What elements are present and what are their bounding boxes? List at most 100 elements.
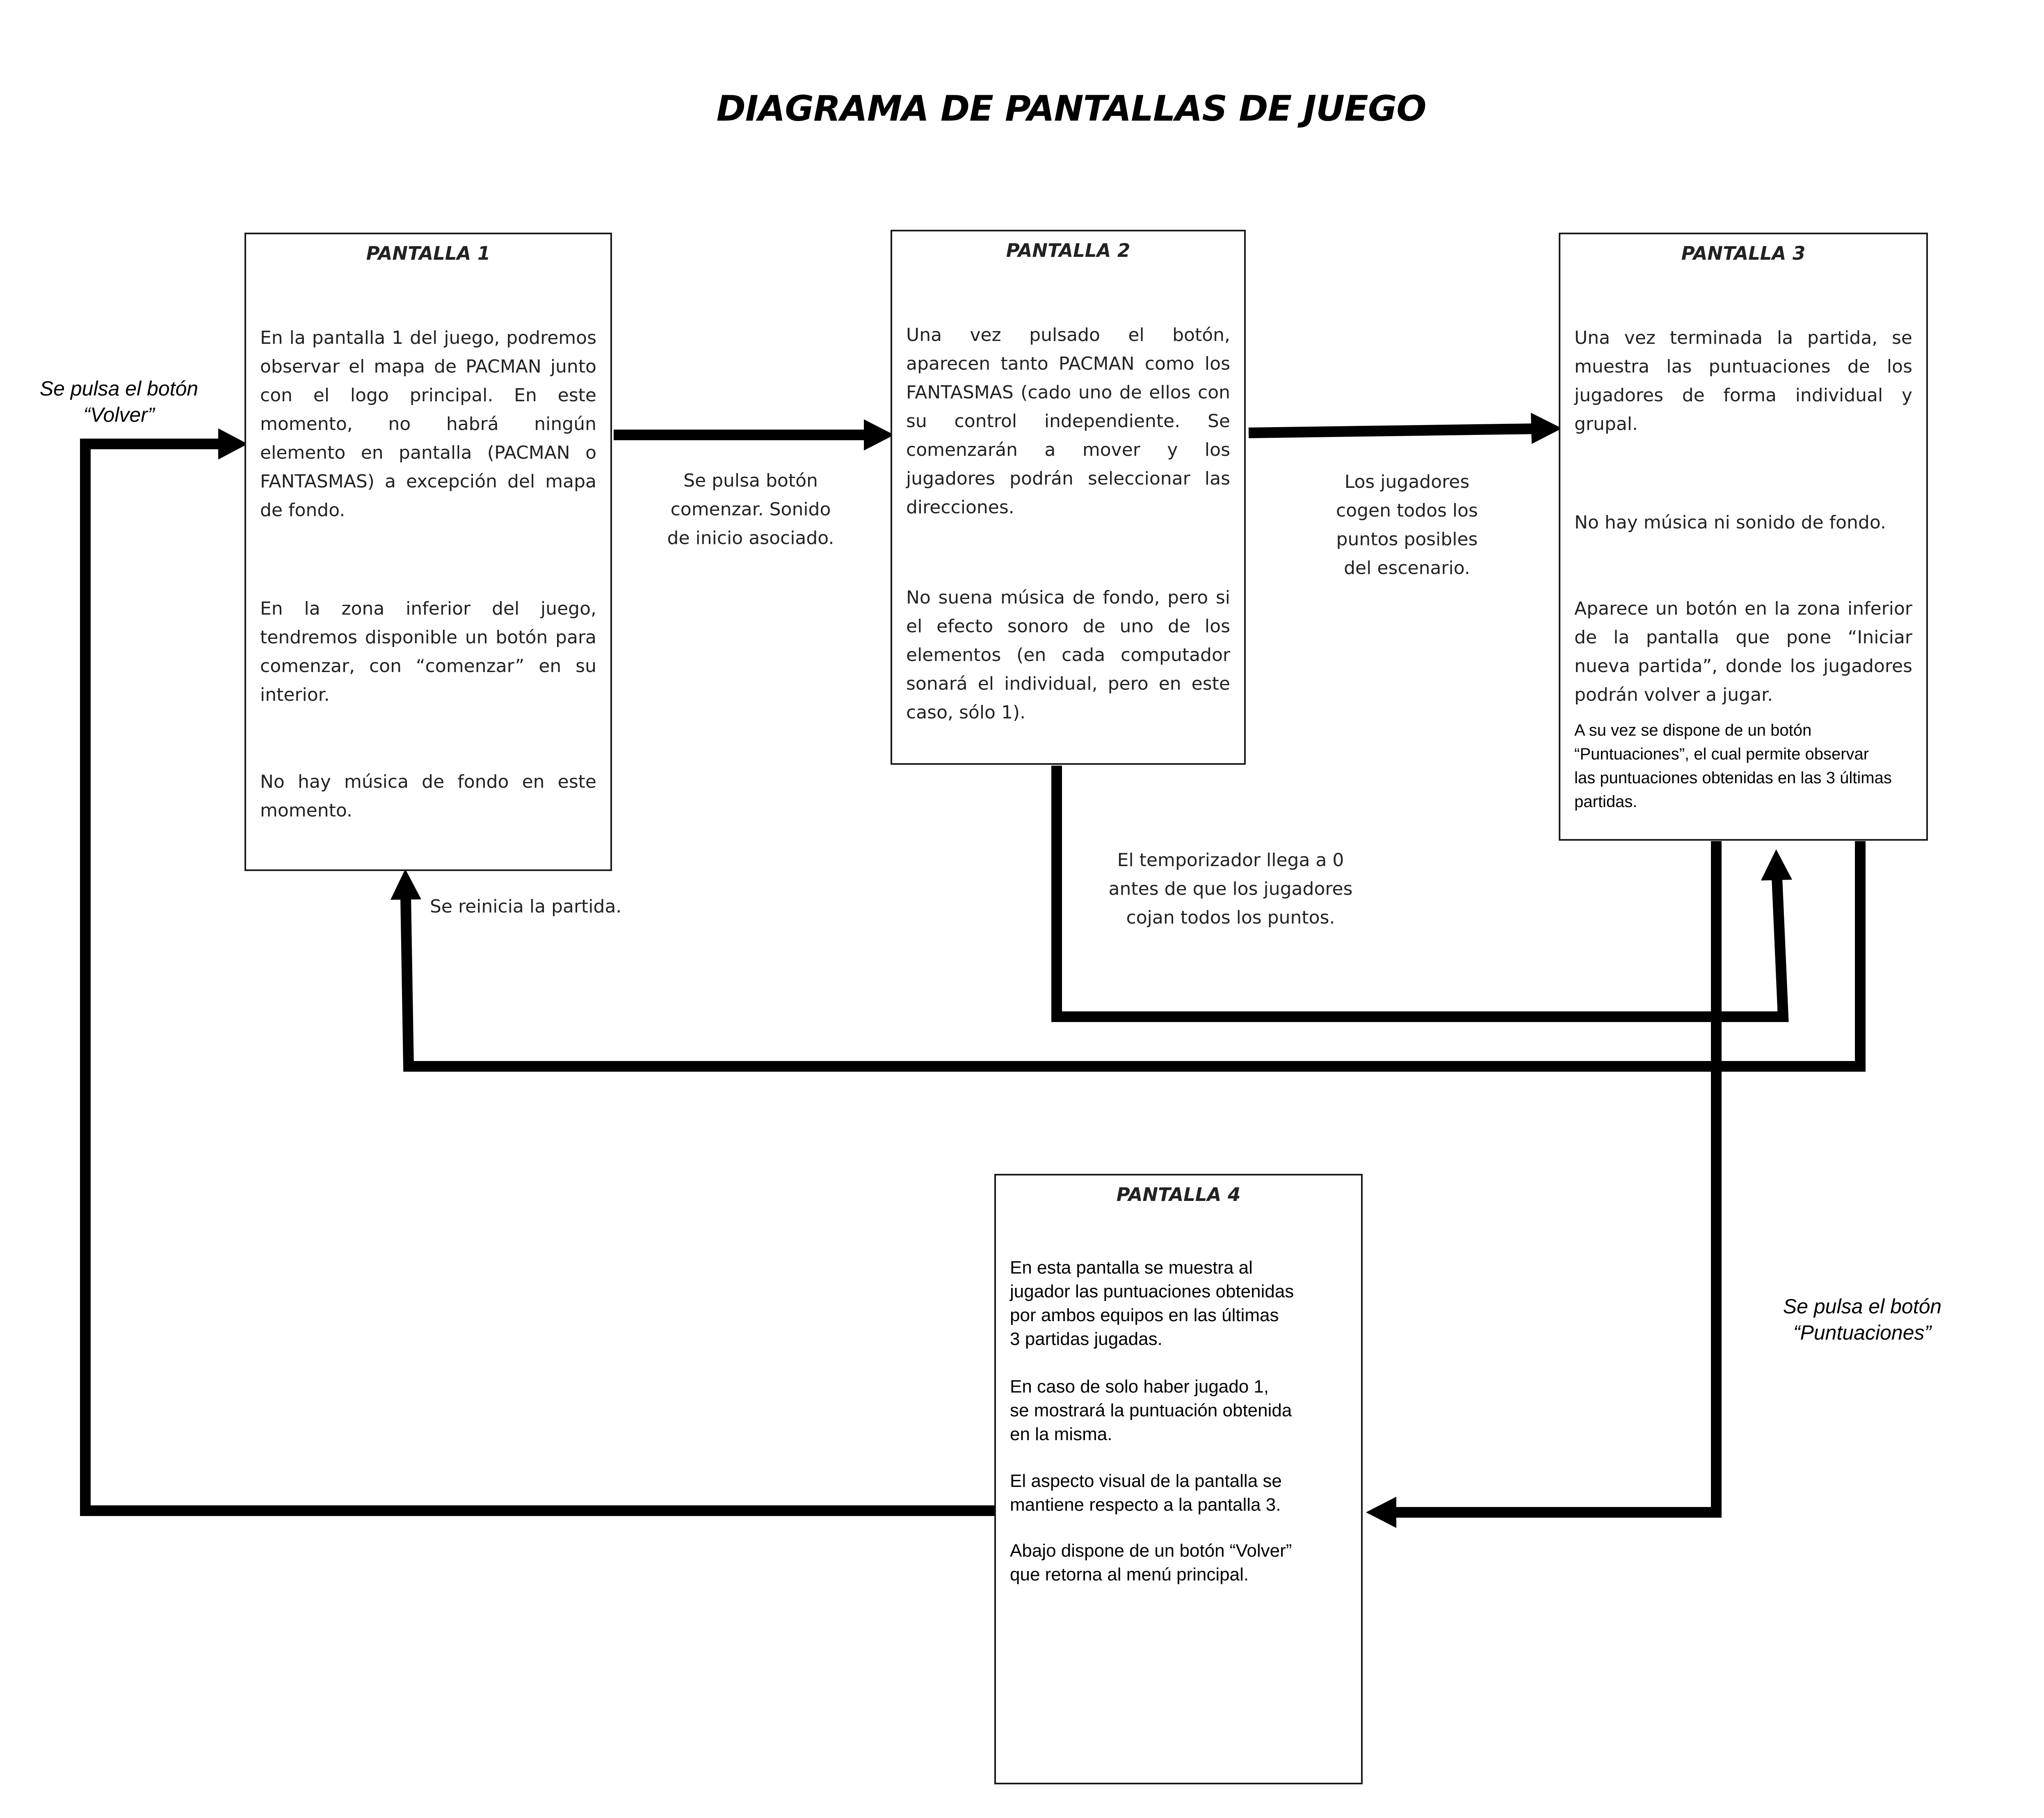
transition-label-line: Se reinicia la partida.	[430, 896, 622, 917]
paragraph-line: sonará el individual, pero en este	[906, 673, 1230, 694]
paragraph-line: caso, sólo 1).	[906, 702, 1026, 723]
paragraph-line: en la misma.	[1010, 1424, 1112, 1444]
paragraph-line: de fondo.	[260, 500, 345, 521]
paragraph-line: Una vez pulsado el botón,	[906, 325, 1230, 345]
arrowhead-p3-bottom	[1761, 849, 1792, 880]
paragraph-line: direcciones.	[906, 497, 1014, 518]
transition-label-line: del escenario.	[1344, 558, 1470, 579]
transition-label-line: “Volver”	[83, 403, 155, 426]
arrowhead-p2	[864, 419, 894, 450]
paragraph-line: muestra las puntuaciones de los	[1574, 356, 1912, 377]
paragraph-line: En caso de solo haber jugado 1,	[1010, 1377, 1269, 1397]
paragraph-line: No hay música de fondo en este	[260, 771, 596, 792]
arrow-p2-to-p3	[1248, 423, 1535, 438]
arrowhead-p3	[1531, 413, 1562, 444]
paragraph-line: Abajo dispone de un botón “Volver”	[1010, 1541, 1292, 1561]
screen-title: PANTALLA 2	[1006, 240, 1130, 261]
arrowhead-p1-bottom	[391, 869, 421, 900]
paragraph-line: tendremos disponible un botón para	[260, 627, 596, 648]
transition-label-line: cogen todos los	[1336, 500, 1478, 521]
screen-paragraph: Aparece un botón en la zona inferior de l…	[1574, 595, 1912, 709]
paragraph-line: Aparece un botón en la zona inferior	[1574, 598, 1912, 619]
screen-title: PANTALLA 4	[1116, 1184, 1241, 1205]
screen-box-1: PANTALLA 1 En la pantalla 1 del juego, p…	[244, 233, 612, 871]
screen-box-4: PANTALLA 4 En esta pantalla se muestra a…	[994, 1174, 1363, 1784]
arrow-p3-restart-to-p1	[400, 841, 1866, 1072]
paragraph-line: El aspecto visual de la pantalla se	[1010, 1471, 1282, 1491]
paragraph-line: FANTASMAS (cado uno de ellos con	[906, 382, 1230, 403]
arrow-p3-scores-to-p4	[1395, 841, 1722, 1518]
paragraph-line: 3 partidas jugadas.	[1010, 1329, 1162, 1349]
transition-label-line: de inicio asociado.	[667, 528, 834, 549]
paragraph-line: observar el mapa de PACMAN junto	[260, 356, 596, 377]
transition-label-line: antes de que los jugadores	[1108, 878, 1353, 899]
paragraph-line: En esta pantalla se muestra al	[1010, 1258, 1253, 1278]
transition-label-line: puntos posibles	[1336, 529, 1478, 550]
arrow-p4-back-to-p1	[80, 439, 995, 1516]
screen-title: PANTALLA 1	[366, 242, 491, 264]
paragraph-line: momento.	[260, 800, 352, 821]
screen-paragraph: No hay música ni sonido de fondo.	[1574, 508, 1912, 537]
transition-label-p1-to-p2: Se pulsa botón comenzar. Sonido de inicio …	[648, 467, 853, 553]
screen-paragraph: Una vez pulsado el botón, aparecen tanto …	[906, 321, 1230, 522]
screen-box-3: PANTALLA 3 Una vez terminada la partida,…	[1559, 233, 1928, 841]
paragraph-line: No hay música ni sonido de fondo.	[1574, 512, 1886, 533]
paragraph-line: interior.	[260, 684, 330, 705]
transition-label-line: Los jugadores	[1344, 471, 1470, 492]
paragraph-line: jugador las puntuaciones obtenidas	[1010, 1281, 1294, 1301]
screen-paragraph: Una vez terminada la partida, se muestra …	[1574, 324, 1912, 439]
paragraph-line: momento, no habrá ningún	[260, 414, 596, 434]
arrowhead-p4	[1366, 1497, 1396, 1528]
paragraph-line: el efecto sonoro de uno de los	[906, 616, 1230, 637]
paragraph-line: por ambos equipos en las últimas	[1010, 1305, 1279, 1325]
paragraph-line: mantiene respecto a la pantalla 3.	[1010, 1495, 1281, 1515]
paragraph-line: grupal.	[1574, 414, 1638, 434]
paragraph-line: su control independiente. Se	[906, 411, 1230, 432]
paragraph-line: las puntuaciones obtenidas en las 3 últi…	[1574, 769, 1892, 787]
paragraph-line: nueva partida”, donde los jugadores	[1574, 656, 1912, 677]
paragraph-line: A su vez se dispone de un botón	[1574, 721, 1812, 739]
arrowhead-p1-left	[218, 428, 248, 460]
paragraph-line: partidas.	[1574, 793, 1637, 811]
screen-paragraph: En esta pantalla se muestra al jugador la…	[1010, 1256, 1347, 1351]
paragraph-line: se mostrará la puntuación obtenida	[1010, 1400, 1292, 1420]
screen-paragraph: No suena música de fondo, pero si el efec…	[906, 583, 1230, 727]
transition-label-back: Se pulsa el botón “Volver”	[12, 375, 226, 428]
paragraph-line: Una vez terminada la partida, se	[1574, 327, 1912, 348]
transition-label-line: Se pulsa el botón	[1783, 1295, 1942, 1318]
transition-label-line: El temporizador llega a 0	[1117, 850, 1344, 871]
paragraph-line: jugadores de forma individual y	[1574, 385, 1912, 406]
screen-box-2: PANTALLA 2 Una vez pulsado el botón, apar…	[891, 230, 1246, 765]
paragraph-line: FANTASMAS) a excepción del mapa	[260, 471, 596, 492]
paragraph-line: que retorna al menú principal.	[1010, 1564, 1249, 1585]
paragraph-line: podrán volver a jugar.	[1574, 684, 1773, 705]
screen-title: PANTALLA 3	[1681, 242, 1806, 264]
transition-label-line: cojan todos los puntos.	[1126, 907, 1335, 928]
transition-label-line: “Puntuaciones”	[1793, 1321, 1932, 1344]
paragraph-line: de la pantalla que pone “Iniciar	[1574, 627, 1912, 648]
screen-paragraph: El aspecto visual de la pantalla se manti…	[1010, 1469, 1347, 1517]
arrow-p2-timer-to-p3	[1051, 766, 1789, 1022]
paragraph-line: No suena música de fondo, pero si	[906, 587, 1230, 608]
transition-label-line: comenzar. Sonido	[670, 499, 831, 520]
paragraph-line: comenzar, con “comenzar” en su	[260, 656, 596, 677]
paragraph-line: comenzarán a mover y los	[906, 439, 1230, 460]
paragraph-line: jugadores podrán seleccionar las	[906, 468, 1230, 489]
transition-label-line: Se pulsa botón	[683, 470, 818, 491]
screen-paragraph: Abajo dispone de un botón “Volver” que re…	[1010, 1539, 1347, 1587]
paragraph-line: elemento en pantalla (PACMAN o	[260, 442, 596, 463]
screen-paragraph: No hay música de fondo en este momento.	[260, 768, 596, 825]
transition-label-timer: El temporizador llega a 0 antes de que lo…	[1075, 846, 1386, 932]
page-title: DIAGRAMA DE PANTALLAS DE JUEGO	[716, 88, 1426, 129]
paragraph-line: con el logo principal. En este	[260, 385, 596, 406]
screen-paragraph: A su vez se dispone de un botón“Puntuaci…	[1574, 718, 1912, 814]
paragraph-line: aparecen tanto PACMAN como los	[906, 353, 1230, 374]
screen-paragraph: En la zona inferior del juego, tendremos …	[260, 595, 596, 709]
transition-label-line: Se pulsa el botón	[39, 377, 199, 400]
transition-label-restart: Se reinicia la partida.	[430, 892, 660, 921]
paragraph-line: En la zona inferior del juego,	[260, 598, 596, 619]
transition-label-p2-to-p3: Los jugadores cogen todos los puntos posib…	[1304, 468, 1510, 583]
